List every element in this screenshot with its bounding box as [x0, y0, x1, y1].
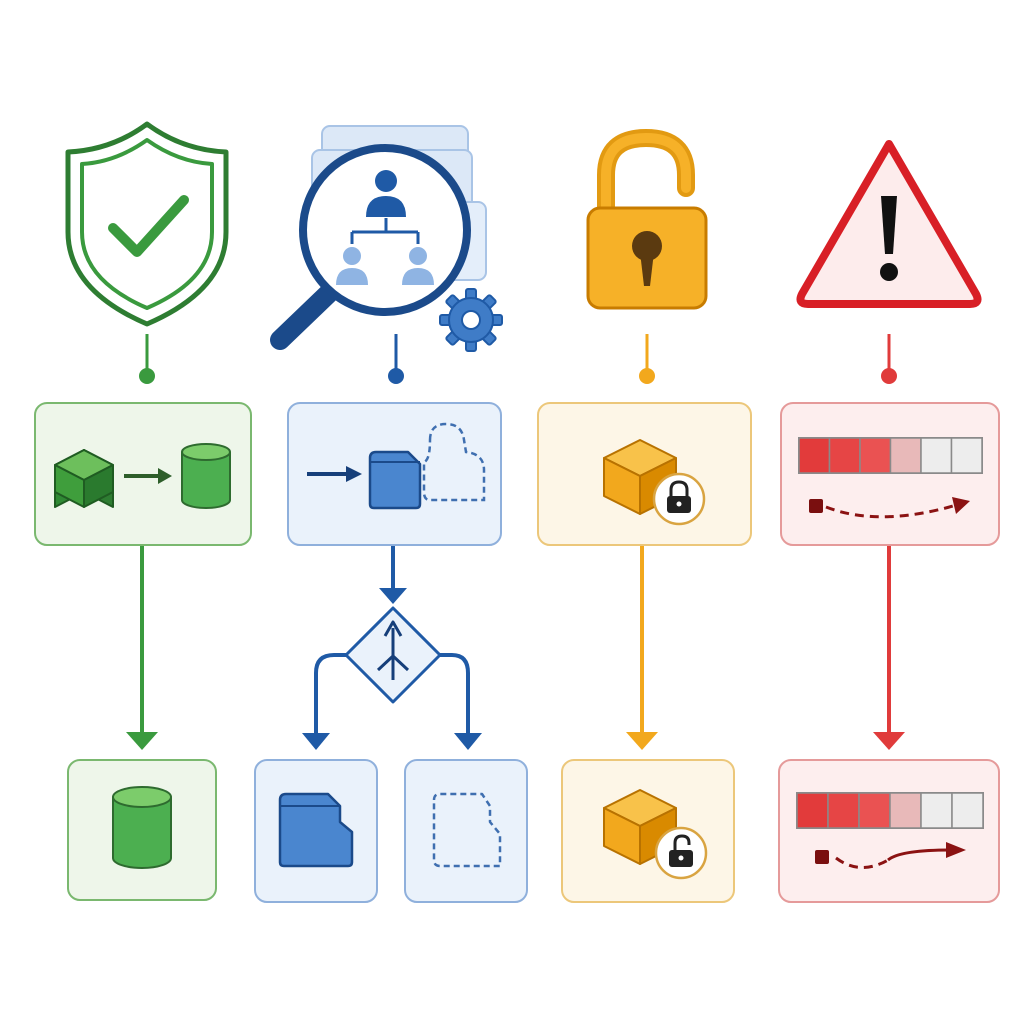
progress-bar-icon [798, 437, 983, 474]
process-card-top[interactable] [537, 402, 752, 546]
ghost-file-icon [432, 792, 502, 868]
progress-segment-empty [889, 792, 922, 829]
flow-arrow [873, 546, 905, 750]
database-icon [181, 443, 231, 509]
progress-segment-filled [828, 437, 861, 474]
magnifier-org-chart-icon [270, 144, 471, 350]
connector-dot [388, 368, 404, 384]
open-padlock-icon [586, 128, 708, 310]
process-card-top[interactable] [780, 402, 1000, 546]
branch-arrow-right [440, 653, 482, 750]
progress-segment-empty [920, 437, 953, 474]
progress-bar-icon [796, 792, 984, 829]
connector-dot [639, 368, 655, 384]
file-icon [368, 450, 422, 510]
result-card-ghost-file[interactable] [404, 759, 528, 903]
branch-arrow-left [302, 653, 346, 750]
progress-segment-empty [920, 792, 953, 829]
result-card[interactable] [561, 759, 735, 903]
cube-unlocked-icon [603, 789, 708, 880]
connector-dot [139, 368, 155, 384]
column-integrity [34, 121, 252, 901]
warning-triangle-icon [796, 140, 982, 308]
file-icon [278, 792, 354, 868]
cube-locked-icon [603, 439, 706, 526]
gear-icon [439, 288, 503, 352]
result-card[interactable] [778, 759, 1000, 903]
connector-dot [881, 368, 897, 384]
process-card-top[interactable] [287, 402, 502, 546]
progress-segment-filled [827, 792, 860, 829]
shield-check-icon [65, 121, 229, 327]
flow-arrow [379, 546, 407, 604]
arrow-right-icon [307, 466, 362, 482]
flow-arrow [126, 546, 158, 750]
column-discovery [254, 125, 528, 903]
progress-segment-empty [951, 792, 984, 829]
result-card[interactable] [67, 759, 217, 901]
flow-arrow [626, 546, 658, 750]
column-access [537, 128, 752, 903]
dashed-path-arrow-icon [815, 842, 966, 869]
progress-segment-filled [796, 792, 829, 829]
progress-segment-empty [950, 437, 983, 474]
progress-segment-filled [798, 437, 831, 474]
result-card-file[interactable] [254, 759, 378, 903]
process-card-top[interactable] [34, 402, 252, 546]
progress-segment-filled [858, 792, 891, 829]
progress-segment-empty [889, 437, 922, 474]
database-icon [112, 786, 172, 869]
ghost-file-icon [422, 422, 486, 502]
progress-segment-filled [859, 437, 892, 474]
decision-diamond-icon[interactable] [344, 606, 442, 704]
column-alert [778, 140, 1000, 903]
cube-icon [54, 449, 114, 508]
arrow-right-icon [124, 468, 172, 484]
dashed-path-arrow-icon [809, 497, 970, 519]
